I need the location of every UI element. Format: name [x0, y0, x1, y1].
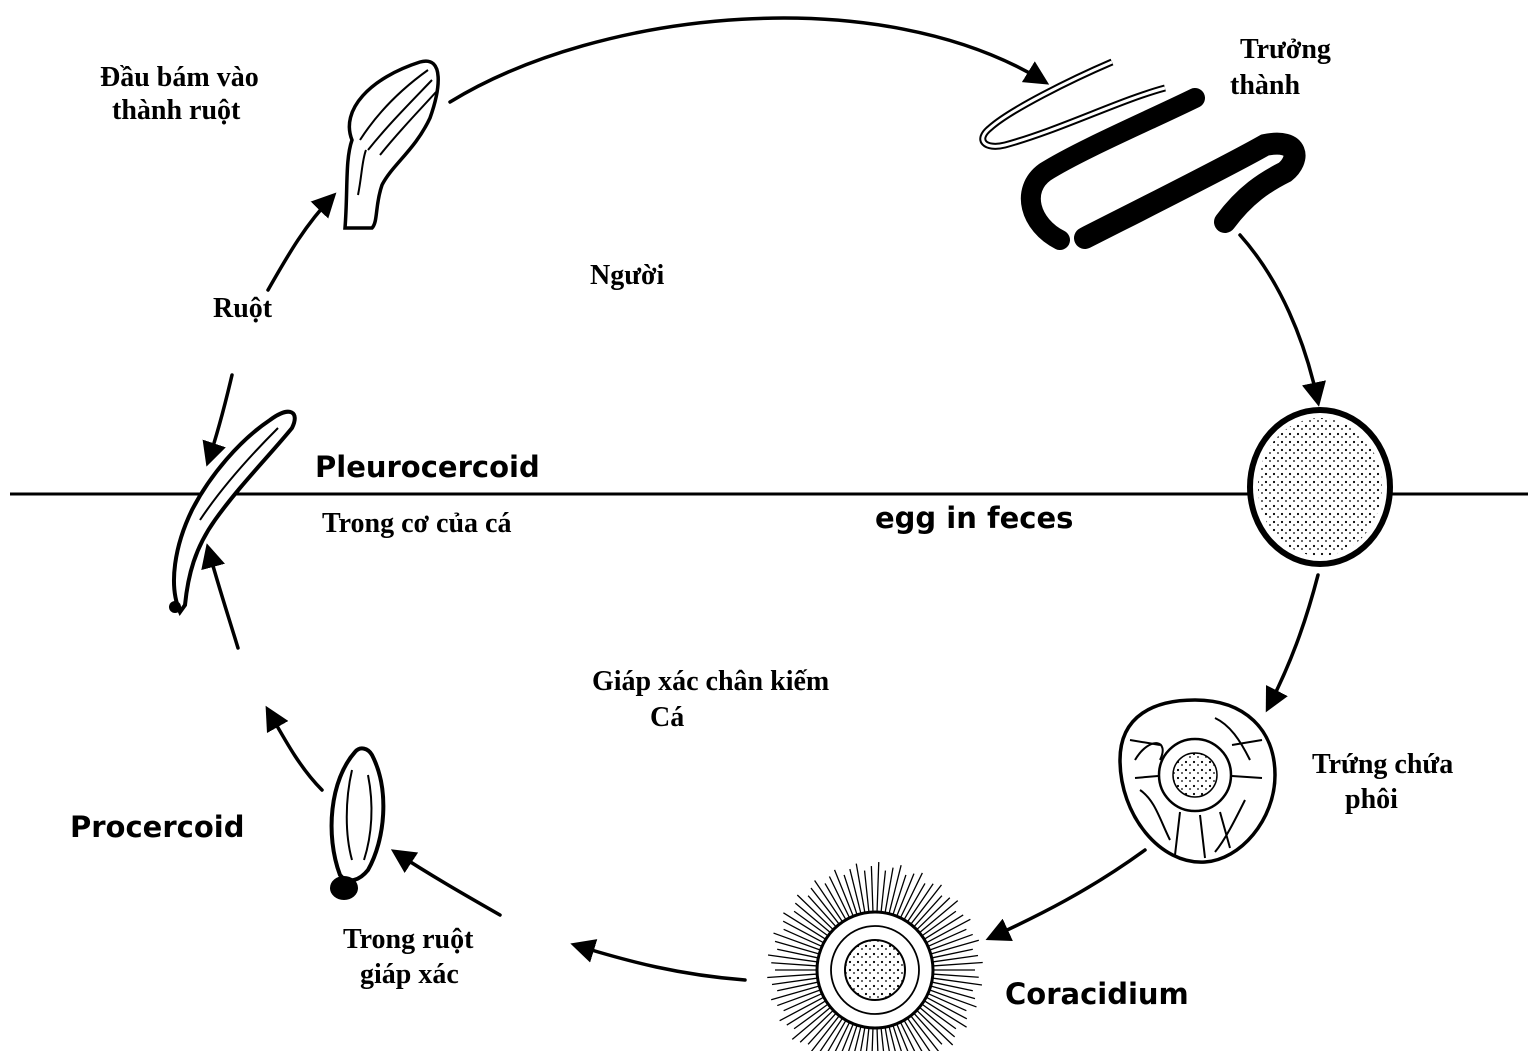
egg-icon [1250, 410, 1390, 564]
label-human-host: Người [590, 260, 665, 291]
arrow-adult-to-egg [1240, 235, 1318, 402]
label-coracidium: Coracidium [1005, 977, 1189, 1011]
arrow-procercoid-up [268, 710, 322, 790]
arrow-embryonated-egg-to-coracidium [990, 850, 1145, 938]
label-embryonated-egg-2: phôi [1345, 784, 1398, 815]
coracidium-icon [767, 862, 982, 1051]
label-in-copepod-gut-1: Trong ruột [343, 924, 474, 955]
label-adult-2: thành [1230, 70, 1300, 101]
procercoid-icon [330, 748, 383, 900]
arrow-intestine-to-head [268, 196, 333, 290]
arrow-egg-to-embryonated-egg [1268, 575, 1318, 708]
label-in-copepod-gut-2: giáp xác [360, 959, 459, 990]
arrow-pleurocercoid-to-intestine [208, 375, 232, 462]
pleurocercoid-icon [169, 412, 295, 613]
embryonated-egg-icon [1120, 700, 1275, 862]
arrow-coracidium-to-copepod-gut [575, 945, 745, 980]
scolex-attached-icon [345, 61, 438, 228]
label-procercoid: Procercoid [70, 810, 244, 844]
label-head-attach-1: Đầu bám vào [100, 62, 259, 93]
label-in-fish-muscle: Trong cơ của cá [322, 508, 511, 539]
label-fish-host: Cá [650, 702, 684, 733]
arrow-copepod-gut-to-procercoid [395, 852, 500, 915]
label-head-attach-2: thành ruột [112, 95, 241, 126]
label-embryonated-egg-1: Trứng chứa [1312, 749, 1453, 780]
arrow-to-pleurocercoid [208, 548, 238, 648]
label-copepod-host: Giáp xác chân kiếm [592, 666, 829, 697]
label-adult-1: Trưởng [1240, 34, 1331, 65]
label-pleurocercoid: Pleurocercoid [315, 450, 540, 484]
label-egg-in-feces: egg in feces [875, 501, 1073, 535]
label-intestine: Ruột [213, 293, 273, 324]
arrow-head-to-adult [450, 18, 1045, 102]
